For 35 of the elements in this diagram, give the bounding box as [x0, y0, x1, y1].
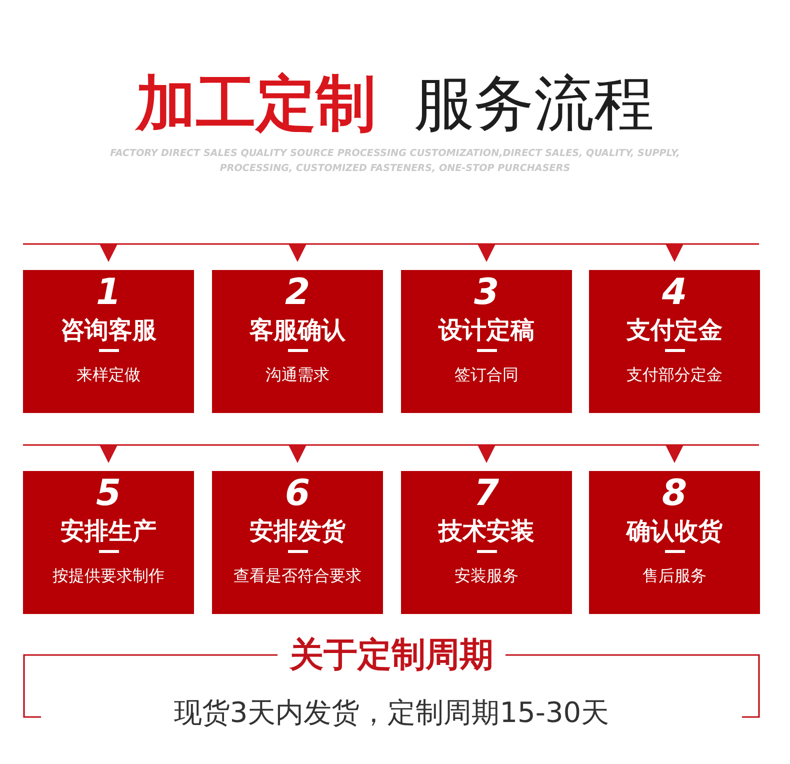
step-title: 确认收货 — [626, 516, 722, 546]
step-title: 咨询客服 — [60, 315, 156, 345]
note-text: 现货3天内发货，定制周期15-30天 — [174, 695, 610, 731]
step-description: 安装服务 — [454, 565, 518, 587]
step-title: 客服确认 — [250, 315, 346, 345]
step-card — [589, 270, 760, 413]
step-description: 支付部分定金 — [626, 364, 722, 386]
step-description: 售后服务 — [642, 565, 706, 587]
step-card — [23, 270, 194, 413]
step-card — [212, 270, 383, 413]
step-number: 1 — [96, 274, 122, 312]
step-description: 来样定做 — [76, 364, 140, 386]
step-description: 查看是否符合要求 — [234, 565, 362, 587]
step-description: 签订合同 — [454, 364, 518, 386]
step-title: 安排生产 — [60, 516, 156, 546]
section-heading: 关于定制周期 — [290, 634, 494, 676]
step-number: 5 — [96, 475, 122, 513]
step-title: 支付定金 — [626, 315, 722, 345]
step-number: 8 — [662, 475, 688, 513]
page-title: 加工定制 服务流程 — [136, 68, 654, 141]
step-title: 安排发货 — [250, 516, 346, 546]
step-number: 7 — [474, 475, 500, 513]
step-card — [23, 471, 194, 614]
step-description: 按提供要求制作 — [52, 565, 164, 587]
step-card — [212, 471, 383, 614]
step-card — [589, 471, 760, 614]
step-number: 4 — [662, 274, 688, 312]
step-number: 2 — [284, 274, 310, 312]
step-number: 6 — [284, 475, 310, 513]
step-card — [401, 471, 572, 614]
step-card — [401, 270, 572, 413]
step-title: 技术安装 — [438, 516, 534, 546]
step-title: 设计定稿 — [438, 315, 534, 345]
step-description: 沟通需求 — [266, 364, 330, 386]
step-number: 3 — [474, 274, 500, 312]
